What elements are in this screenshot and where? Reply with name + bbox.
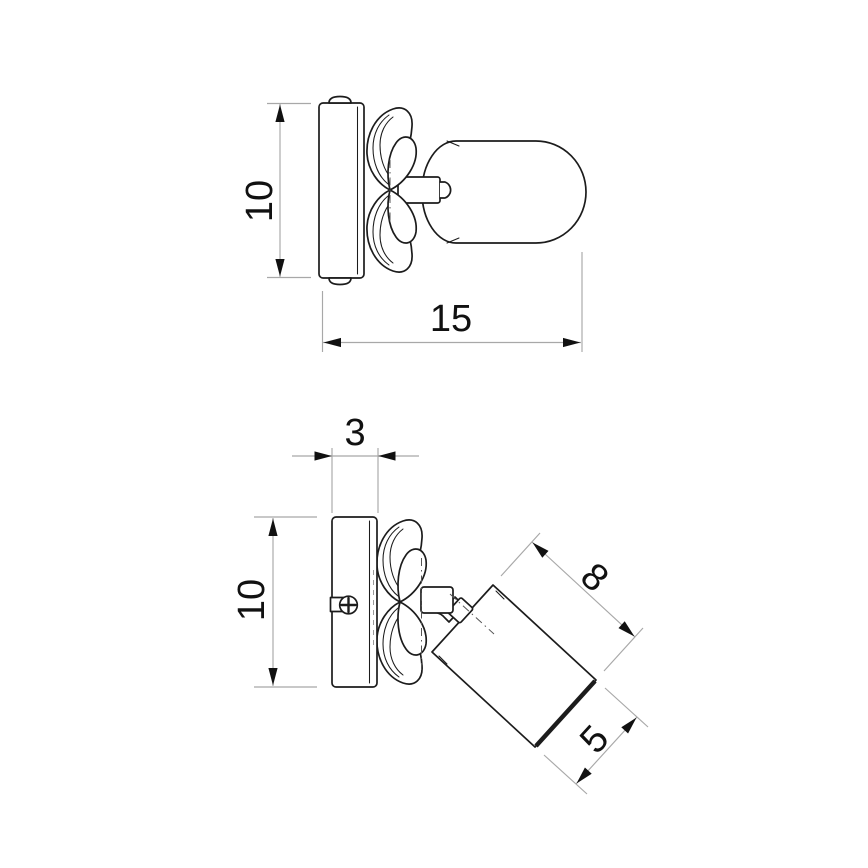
dimension-line xyxy=(531,541,636,638)
pivot-stem-front xyxy=(397,176,441,204)
phillips-cross-icon xyxy=(340,596,357,614)
lamp-head-shadow-edge xyxy=(534,679,597,748)
arrowhead-right-icon xyxy=(563,337,581,348)
side-view: 3 10 8 5 xyxy=(231,412,649,795)
dimension-label-side-height: 10 xyxy=(231,579,273,621)
dimension-label-head-length: 8 xyxy=(572,555,616,600)
dimension-front-height: 10 xyxy=(239,102,311,279)
dimension-label-front-height: 10 xyxy=(239,180,281,222)
extension-line xyxy=(604,687,649,728)
arrowhead-up-icon xyxy=(268,518,278,536)
flower-ornament-side xyxy=(376,519,428,685)
dimension-front-width: 15 xyxy=(321,252,583,352)
mounting-screw-top-icon xyxy=(328,95,352,104)
extension-line xyxy=(603,627,644,672)
arrowhead-left-icon xyxy=(323,337,341,348)
extension-line xyxy=(543,754,588,795)
lamp-head-rim-notch xyxy=(446,140,460,147)
pivot-block-side xyxy=(447,597,474,624)
front-view: 10 15 xyxy=(239,95,587,352)
lamp-axis-side xyxy=(449,593,495,635)
dimension-side-depth: 3 xyxy=(292,412,419,513)
arrowhead-left-icon xyxy=(378,451,396,461)
extension-line xyxy=(500,532,541,577)
mounting-screw-bottom-icon xyxy=(328,277,352,286)
arrowhead-down-icon xyxy=(275,259,285,277)
lamp-head-rim-notch xyxy=(438,655,448,665)
arrowhead-right-icon xyxy=(314,451,332,461)
dimension-label-front-width: 15 xyxy=(430,298,472,340)
pivot-stem-side xyxy=(420,586,454,614)
pivot-knob-front xyxy=(439,181,452,199)
lamp-head-rim-notch xyxy=(446,237,460,244)
lamp-head-side xyxy=(431,584,597,748)
lamp-head-rim-notch xyxy=(495,590,505,600)
arrowhead-down-icon xyxy=(268,668,278,686)
lamp-head-front xyxy=(421,140,587,244)
arrowhead-up-icon xyxy=(275,104,285,122)
dimension-side-height: 10 xyxy=(231,516,317,688)
dimension-label-head-diameter: 5 xyxy=(572,718,617,762)
dimension-label-side-depth: 3 xyxy=(344,412,365,454)
